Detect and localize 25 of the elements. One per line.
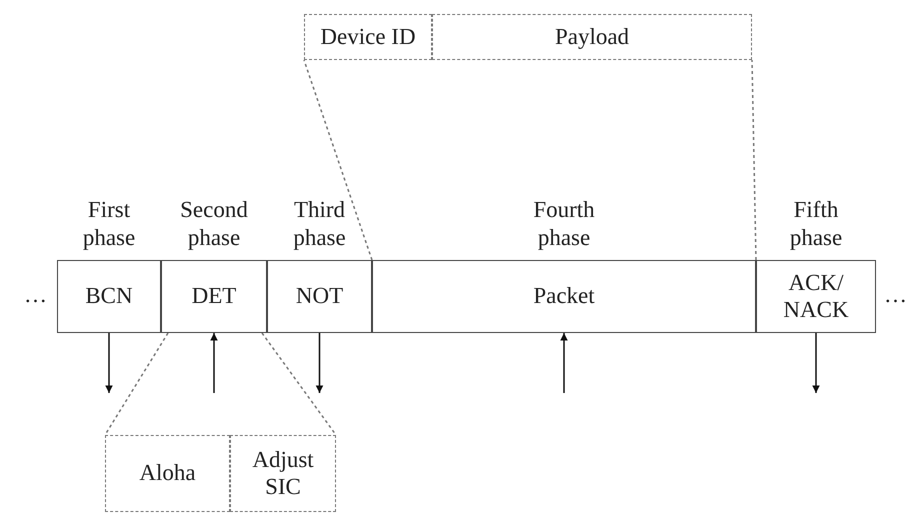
frame-slot: ACK/ NACK: [756, 260, 876, 333]
frame-slot: NOT: [267, 260, 372, 333]
arrow: [210, 333, 218, 393]
phase-heading: First phase: [82, 196, 136, 252]
frame-slot: Packet: [372, 260, 756, 333]
frame-slot: DET: [161, 260, 267, 333]
field-box: Payload: [432, 14, 752, 60]
field-box: Device ID: [304, 14, 432, 60]
arrow: [812, 333, 820, 393]
phase-heading: Third phase: [292, 196, 347, 252]
arrow: [560, 333, 568, 393]
phase-heading: Fifth phase: [788, 196, 844, 252]
phase-heading: Fourth phase: [532, 196, 596, 252]
field-box: Adjust SIC: [230, 435, 336, 512]
expansion-line: [303, 60, 373, 260]
expansion-line: [104, 332, 169, 436]
expansion-line: [261, 332, 337, 436]
arrow: [105, 333, 113, 393]
arrow: [316, 333, 324, 393]
field-box: Aloha: [105, 435, 230, 512]
frame-slot: BCN: [57, 260, 161, 333]
phase-heading: Second phase: [179, 196, 249, 252]
ellipsis-text: …: [24, 282, 47, 308]
expansion-line: [751, 60, 757, 260]
ellipsis-text: …: [884, 282, 907, 308]
